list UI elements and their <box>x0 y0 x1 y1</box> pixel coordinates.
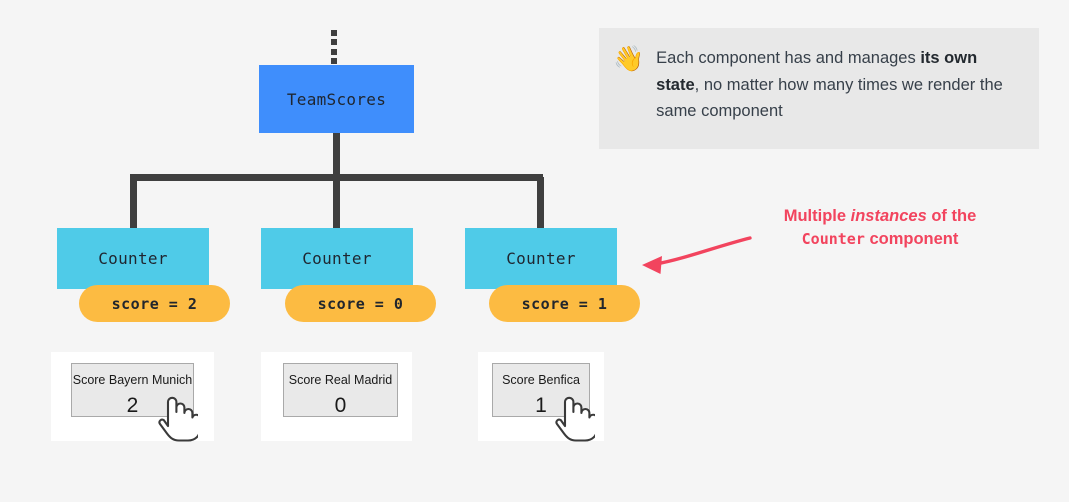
score-button-real-madrid-value: 0 <box>334 393 347 417</box>
score-button-real-madrid-label: Score Real Madrid <box>288 373 393 387</box>
state-pill-counter-3-label: score = 1 <box>521 294 608 313</box>
score-button-bayern-munich[interactable]: Score Bayern Munich 2 <box>71 363 194 417</box>
score-button-real-madrid[interactable]: Score Real Madrid 0 <box>283 363 398 417</box>
annotation-line1-italic: instances <box>850 207 927 225</box>
annotation-line1-prefix: Multiple <box>783 207 851 225</box>
root-dotted-stem <box>331 30 337 64</box>
waving-hand-icon: 👋 <box>613 45 645 73</box>
node-counter-1[interactable]: Counter <box>57 228 209 289</box>
node-counter-3-label: Counter <box>506 249 576 268</box>
state-pill-counter-1: score = 2 <box>79 285 230 322</box>
node-counter-2[interactable]: Counter <box>261 228 413 289</box>
callout-text-bold: its own state <box>656 49 978 94</box>
annotation-line2-suffix: component <box>864 230 959 249</box>
state-pill-counter-3: score = 1 <box>489 285 640 322</box>
annotation-text: Multiple instances of the Counter compon… <box>735 205 1025 252</box>
annotation-line2-mono: Counter <box>801 230 865 249</box>
node-teamscores-label: TeamScores <box>286 89 387 109</box>
score-button-bayern-munich-value: 2 <box>126 393 139 417</box>
callout-note: 👋 Each component has and manages its own… <box>599 28 1039 149</box>
node-counter-2-label: Counter <box>302 249 372 268</box>
preview-panel-2: Score Real Madrid 0 <box>261 352 412 441</box>
score-button-benfica-label: Score Benfica <box>502 373 580 387</box>
state-pill-counter-2: score = 0 <box>285 285 436 322</box>
stem-dot <box>331 48 337 55</box>
score-button-benfica[interactable]: Score Benfica 1 <box>492 363 590 417</box>
stem-dot <box>331 57 337 64</box>
node-counter-1-label: Counter <box>98 249 168 268</box>
node-counter-3[interactable]: Counter <box>465 228 617 289</box>
preview-panel-1: Score Bayern Munich 2 <box>51 352 214 441</box>
state-pill-counter-2-label: score = 0 <box>317 294 404 313</box>
stem-dot <box>331 39 337 46</box>
preview-panel-3: Score Benfica 1 <box>478 352 604 441</box>
node-teamscores[interactable]: TeamScores <box>259 65 414 133</box>
callout-text-part1: Each component has and manages <box>656 49 921 67</box>
score-button-bayern-munich-label: Score Bayern Munich <box>72 373 193 387</box>
callout-text: Each component has and manages its own s… <box>656 45 1017 125</box>
callout-text-part2: , no matter how many times we render the… <box>656 75 1003 121</box>
stem-dot <box>331 30 337 36</box>
state-pill-counter-1-label: score = 2 <box>111 294 198 313</box>
score-button-benfica-value: 1 <box>535 393 547 417</box>
annotation-line1-suffix: of the <box>926 207 977 225</box>
annotation-arrow-icon <box>642 236 752 274</box>
